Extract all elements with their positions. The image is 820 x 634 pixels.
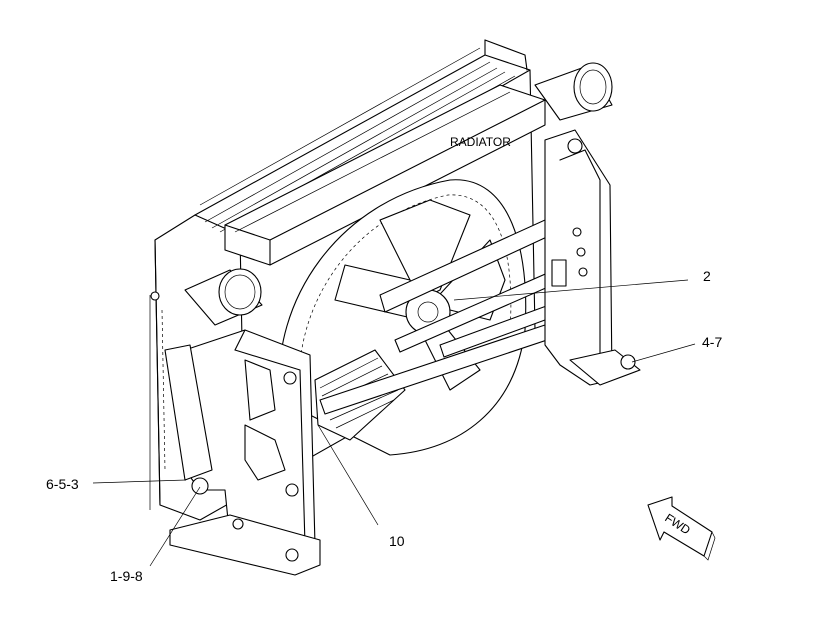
callout-6-5-3: 6-5-3 bbox=[46, 476, 79, 492]
radiator-side-panel bbox=[149, 239, 166, 510]
radiator-label: RADIATOR bbox=[450, 135, 511, 149]
callout-4-7: 4-7 bbox=[702, 334, 722, 350]
callout-leaders bbox=[92, 279, 696, 567]
callout-1-9-8: 1-9-8 bbox=[110, 568, 143, 584]
right-mount-bracket bbox=[544, 129, 641, 386]
callout-10: 10 bbox=[389, 533, 405, 549]
forward-direction-arrow: FWD bbox=[647, 496, 716, 561]
callout-2: 2 bbox=[703, 268, 711, 284]
upper-hose-outlet bbox=[534, 62, 613, 121]
left-mount-bracket bbox=[164, 329, 321, 576]
radiator-top-tank bbox=[224, 84, 546, 266]
lower-hose-outlet bbox=[184, 268, 263, 326]
